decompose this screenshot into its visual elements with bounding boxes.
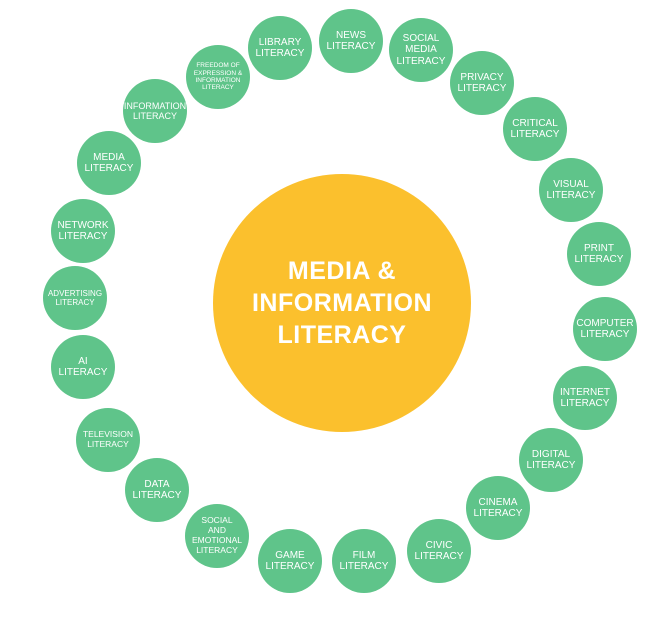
node-library-literacy: LIBRARY LITERACY [248,16,312,80]
node-ai-literacy: AI LITERACY [51,335,115,399]
node-internet-literacy: INTERNET LITERACY [553,366,617,430]
node-label: VISUAL LITERACY [546,178,596,202]
node-game-literacy: GAME LITERACY [258,529,322,593]
node-social-media-literacy: SOCIAL MEDIA LITERACY [389,18,453,82]
node-media-literacy: MEDIA LITERACY [77,131,141,195]
center-title: MEDIA & INFORMATION LITERACY [251,257,432,349]
node-label: TELEVISION LITERACY [82,429,134,449]
node-label: NEWS LITERACY [326,29,376,53]
node-label: GAME LITERACY [265,549,315,573]
node-cinema-literacy: CINEMA LITERACY [466,476,530,540]
node-visual-literacy: VISUAL LITERACY [539,158,603,222]
node-news-literacy: NEWS LITERACY [319,9,383,73]
node-network-literacy: NETWORK LITERACY [51,199,115,263]
node-label: SOCIAL AND EMOTIONAL LITERACY [191,515,243,555]
node-label: LIBRARY LITERACY [255,36,305,60]
node-label: FREEDOM OF EXPRESSION & INFORMATION LITE… [193,62,243,92]
node-label: INFORMATION LITERACY [123,100,187,121]
node-print-literacy: PRINT LITERACY [567,222,631,286]
node-label: ADVERTISING LITERACY [47,288,103,307]
node-label: SOCIAL MEDIA LITERACY [396,32,446,67]
node-label: CINEMA LITERACY [473,496,523,520]
node-computer-literacy: COMPUTER LITERACY [573,297,637,361]
node-social-and-emotional-literacy: SOCIAL AND EMOTIONAL LITERACY [185,504,249,568]
node-label: CRITICAL LITERACY [510,117,560,141]
node-label: PRINT LITERACY [574,242,624,266]
node-label: CIVIC LITERACY [414,539,464,563]
node-label: DATA LITERACY [132,478,182,502]
node-privacy-literacy: PRIVACY LITERACY [450,51,514,115]
node-label: MEDIA LITERACY [84,151,134,175]
node-digital-literacy: DIGITAL LITERACY [519,428,583,492]
node-film-literacy: FILM LITERACY [332,529,396,593]
node-civic-literacy: CIVIC LITERACY [407,519,471,583]
node-label: COMPUTER LITERACY [576,317,634,341]
node-advertising-literacy: ADVERTISING LITERACY [43,266,107,330]
node-label: PRIVACY LITERACY [457,71,507,95]
node-data-literacy: DATA LITERACY [125,458,189,522]
node-label: DIGITAL LITERACY [526,448,576,472]
node-television-literacy: TELEVISION LITERACY [76,408,140,472]
node-information-literacy: INFORMATION LITERACY [123,79,187,143]
node-label: FILM LITERACY [339,549,389,573]
node-label: NETWORK LITERACY [57,219,109,243]
node-critical-literacy: CRITICAL LITERACY [503,97,567,161]
center-circle: MEDIA & INFORMATION LITERACY [213,174,471,432]
node-label: INTERNET LITERACY [560,386,610,410]
node-freedom-of-expression-information-literacy: FREEDOM OF EXPRESSION & INFORMATION LITE… [186,45,250,109]
node-label: AI LITERACY [58,355,108,379]
